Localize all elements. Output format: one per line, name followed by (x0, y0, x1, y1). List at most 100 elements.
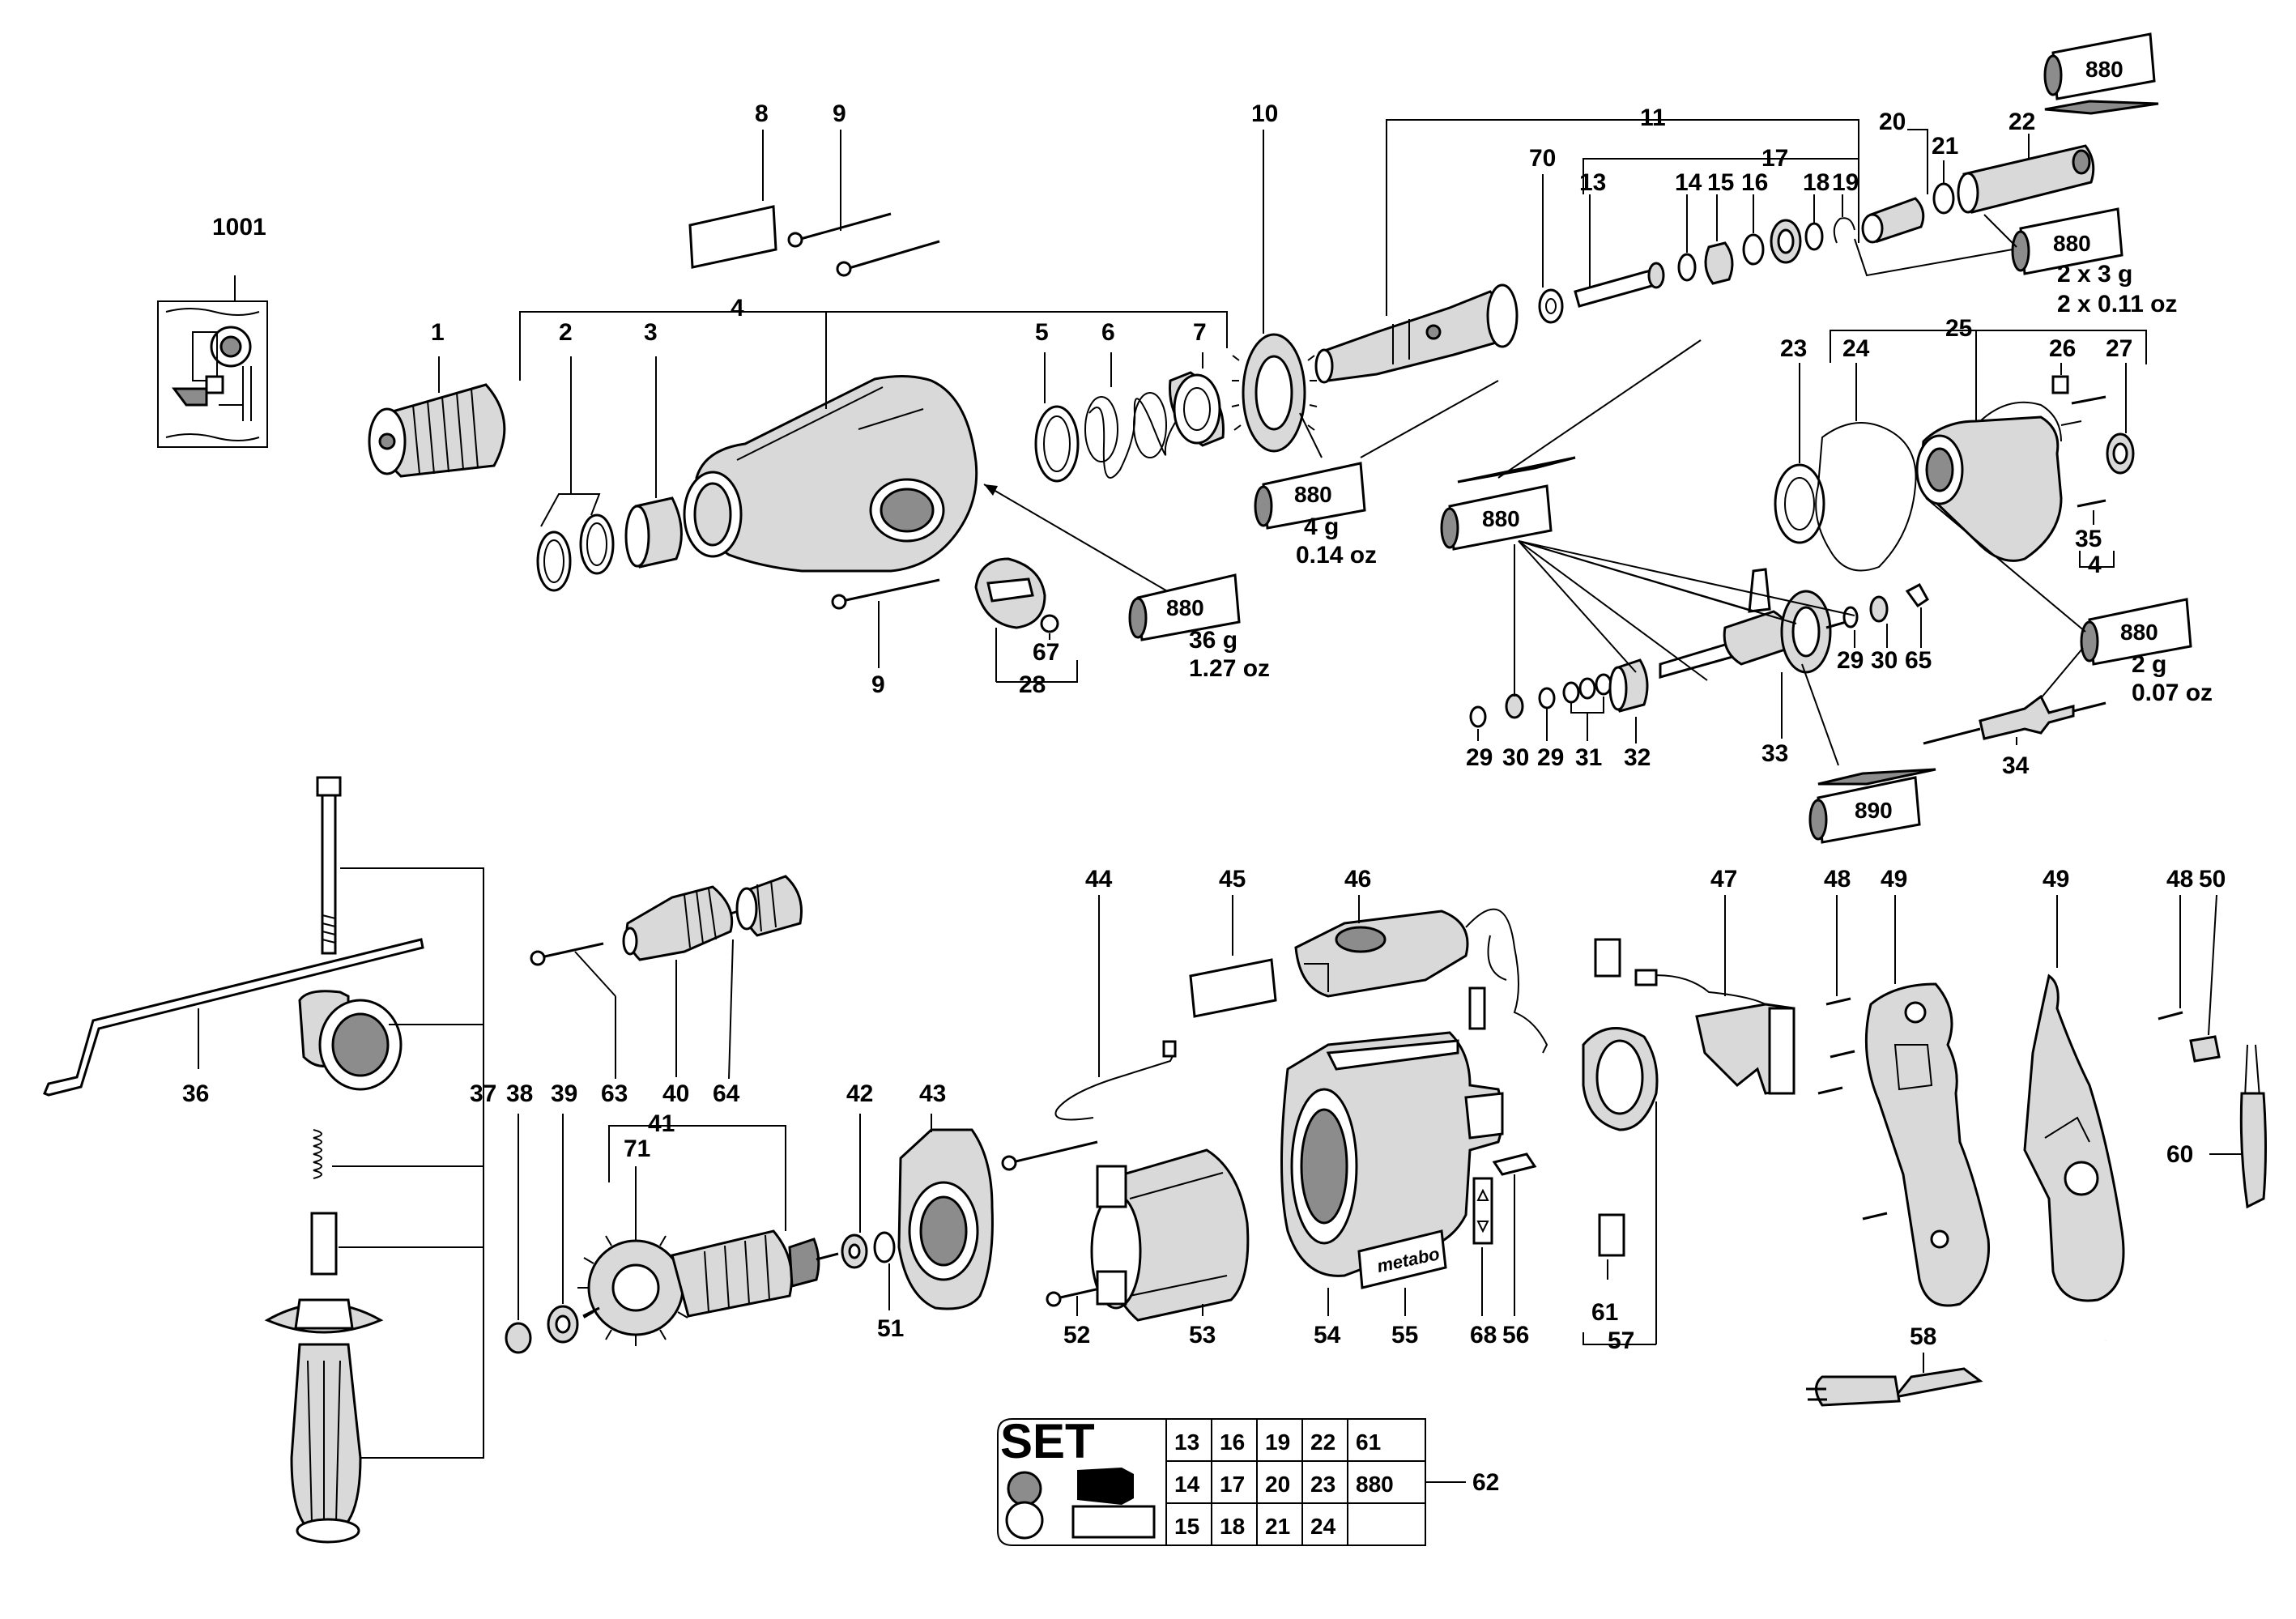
part-49-handle-left: 49 (1864, 866, 1991, 1307)
part-48-screws: 48 (1817, 866, 1888, 1221)
label-10: 10 (1251, 100, 1278, 127)
grease-tube-4g: 880 4 g 0.14 oz (1254, 380, 1499, 569)
grease-tube-36g: 880 36 g 1.27 oz (1128, 573, 1270, 682)
label-29a: 29 (1466, 744, 1493, 771)
label-48b: 48 (2166, 866, 2193, 893)
label-71: 71 (624, 1135, 650, 1162)
part-20-striker: 20 (1861, 109, 1928, 244)
part-43-bearing-plate: 43 (897, 1080, 994, 1310)
part-9-screw-bottom: 9 (831, 578, 940, 698)
label-58: 58 (1910, 1323, 1936, 1350)
part-26-plug: 26 (2049, 335, 2106, 405)
label-27: 27 (2106, 335, 2132, 362)
part-3-needle-bearing: 3 (624, 319, 683, 569)
part-14-ring: 14 (1675, 169, 1702, 282)
grease-2x3g-oz: 2 x 0.11 oz (2057, 291, 2177, 317)
part-63-screw: 63 (530, 942, 628, 1107)
part-18-ring: 18 (1803, 169, 1830, 251)
label-22: 22 (2008, 109, 2035, 135)
service-set-title: SET (1000, 1414, 1095, 1468)
grease-4g-oz: 0.14 oz (1296, 542, 1377, 569)
part-10-gear: 10 (1231, 100, 1318, 453)
part-28-selector-knob: 67 28 (974, 557, 1078, 698)
label-51: 51 (877, 1315, 904, 1342)
label-20: 20 (1879, 109, 1906, 135)
part-47-switch: 47 (1634, 866, 1795, 1095)
set-cell: 61 (1356, 1429, 1381, 1455)
part-33-intermediate-shaft: 33 (1659, 568, 1855, 767)
part-42-bearing: 42 (841, 1080, 873, 1269)
part-16-ring: 16 (1741, 169, 1768, 266)
label-54: 54 (1314, 1322, 1341, 1348)
part-41-armature: 41 71 (577, 1110, 839, 1346)
part-48-screw-right: 48 (2158, 866, 2193, 1020)
part-24-gasket: 24 (1815, 335, 1917, 572)
grease-36g-oz: 1.27 oz (1189, 655, 1270, 682)
part-15-bushing: 15 (1704, 169, 1734, 285)
label-34: 34 (2002, 752, 2030, 779)
grease-middle-code: 880 (1482, 506, 1520, 531)
grease-tube-890: 890 (1808, 768, 1936, 844)
set-cell: 880 (1356, 1472, 1394, 1497)
part-51-ring: 51 (873, 1231, 904, 1342)
label-29c: 29 (1837, 647, 1864, 674)
set-cell: 20 (1265, 1472, 1290, 1497)
label-35: 35 (2075, 526, 2102, 552)
grease-tube-middle: 880 (1440, 339, 1702, 551)
label-41: 41 (648, 1110, 675, 1137)
grease-36g-grams: 36 g (1189, 627, 1237, 654)
label-31: 31 (1575, 744, 1602, 771)
part-21-ring: 21 (1932, 133, 1958, 215)
label-2: 2 (559, 319, 573, 346)
set-cell: 23 (1310, 1472, 1335, 1497)
label-29b: 29 (1537, 744, 1564, 771)
label-28: 28 (1019, 671, 1046, 698)
label-24: 24 (1842, 335, 1870, 362)
label-1001: 1001 (212, 214, 266, 241)
part-25-motor-carrier: 25 (1830, 315, 2147, 562)
label-9-bottom: 9 (871, 671, 885, 698)
part-44-wire: 44 (1054, 866, 1177, 1121)
grease-top-code: 880 (2085, 57, 2123, 82)
grease-890-code: 890 (1855, 798, 1893, 823)
part-55-brand-plate: metabo 55 (1357, 1229, 1447, 1348)
part-40-chuck: 40 (622, 885, 742, 1107)
part-52-screw-bottom: 52 (1046, 1276, 1147, 1348)
label-8: 8 (755, 100, 769, 127)
grease-4g-grams: 4 g (1304, 513, 1339, 540)
label-49a: 49 (1881, 866, 1907, 893)
label-16: 16 (1741, 169, 1768, 196)
part-35-screws: 35 4 (2075, 499, 2115, 578)
set-cell: 24 (1310, 1514, 1336, 1539)
detail-1001: 1001 (157, 214, 268, 448)
label-53: 53 (1189, 1322, 1216, 1348)
label-49b: 49 (2043, 866, 2069, 893)
label-63: 63 (601, 1080, 628, 1107)
part-2-rings: 2 (536, 319, 615, 592)
part-6-spring: 6 (1084, 319, 1182, 479)
label-18: 18 (1803, 169, 1830, 196)
label-32: 32 (1624, 744, 1651, 771)
grease-tube-top: 880 (2043, 32, 2159, 115)
label-47: 47 (1710, 866, 1737, 893)
label-44: 44 (1085, 866, 1113, 893)
label-65: 65 (1905, 647, 1932, 674)
set-cell: 16 (1220, 1429, 1245, 1455)
label-39: 39 (551, 1080, 577, 1107)
part-23-ring-gear: 23 (1774, 335, 1825, 544)
part-17-bearing: 17 (1582, 145, 1859, 264)
grease-2x3g-grams: 2 x 3 g (2057, 261, 2132, 288)
label-62: 62 (1472, 1469, 1499, 1496)
label-56: 56 (1502, 1322, 1529, 1348)
grease-distribution-lines (1518, 540, 1855, 766)
label-3: 3 (644, 319, 658, 346)
part-1-chuck: 1 (368, 319, 506, 478)
label-26: 26 (2049, 335, 2076, 362)
part-53-stator: 53 (1090, 1148, 1250, 1348)
part-19-circlip: 19 (1832, 169, 1859, 244)
label-40: 40 (662, 1080, 689, 1107)
grease-tube-2x3g: 880 2 x 3 g 2 x 0.11 oz (1854, 207, 2177, 317)
part-39-bearing: 39 (547, 1080, 579, 1344)
label-30a: 30 (1502, 744, 1529, 771)
label-14: 14 (1675, 169, 1702, 196)
